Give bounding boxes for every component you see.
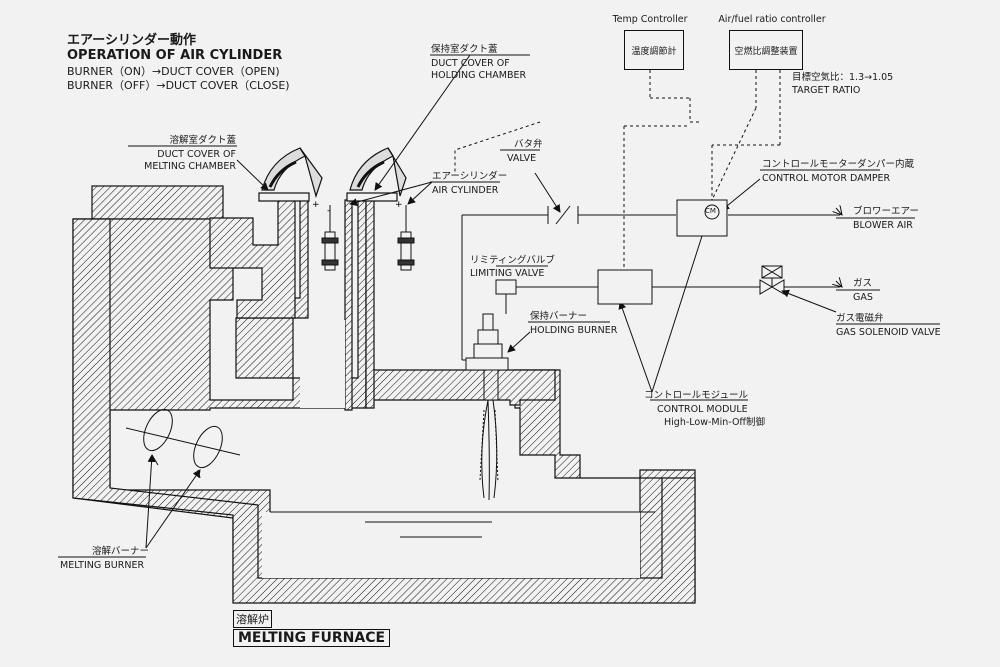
limiting-valve xyxy=(495,279,598,314)
melting-duct-label-en2: MELTING CHAMBER xyxy=(144,161,236,172)
control-module-box xyxy=(597,269,653,305)
furnace-label-jp: 溶解炉 xyxy=(233,610,272,628)
temp-controller-label: Temp Controller xyxy=(612,14,688,25)
gas-label-jp: ガス xyxy=(853,278,873,289)
gas-solenoid-valve xyxy=(759,265,785,295)
temp-controller-jp: 温度調節計 xyxy=(631,46,677,57)
holding-roof xyxy=(365,369,556,406)
valve-label-en: VALVE xyxy=(507,153,537,164)
title-jp: エアーシリンダー動作 xyxy=(67,33,196,48)
air-cylinder-right xyxy=(397,205,415,271)
gas-solenoid-label-en: GAS SOLENOID VALVE xyxy=(836,327,941,338)
melting-duct-cover xyxy=(258,147,323,202)
furnace-interior xyxy=(262,320,655,578)
holding-burner-label-en: HOLDING BURNER xyxy=(530,325,618,336)
control-module-label-jp: コントロールモジュール xyxy=(644,390,748,401)
title-line1: BURNER（ON）→DUCT COVER（OPEN) xyxy=(67,65,280,78)
melting-duct-label-jp: 溶解室ダクト蓋 xyxy=(169,135,236,146)
temp-controller-box: 温度調節計 xyxy=(624,30,684,70)
afr-controller-jp: 空燃比調整装置 xyxy=(734,46,798,57)
motor-damper-label-en: CONTROL MOTOR DAMPER xyxy=(762,173,891,184)
blower-air-label-en: BLOWER AIR xyxy=(853,220,913,231)
leaders xyxy=(58,54,940,558)
holding-burner-label-jp: 保持バーナー xyxy=(530,311,588,322)
motor-damper-label-jp: コントロールモーターダンパー内蔵 xyxy=(762,159,915,170)
control-module-label-en: CONTROL MODULE xyxy=(657,404,748,415)
furnace-label-en: MELTING FURNACE xyxy=(233,629,391,647)
signal-lines xyxy=(454,70,781,270)
svg-text:-: - xyxy=(327,206,330,216)
holding-duct-wall-right xyxy=(344,199,353,411)
melting-burner-label-jp: 溶解バーナー xyxy=(92,546,150,557)
target-ratio-en: TARGET RATIO xyxy=(792,85,861,96)
holding-duct-wall-left xyxy=(365,199,375,409)
valve-label-jp: バタ弁 xyxy=(514,139,543,150)
blower-air-label-jp: ブロワーエアー xyxy=(853,206,919,217)
title-en: OPERATION OF AIR CYLINDER xyxy=(67,48,283,63)
title-line2: BURNER（OFF）→DUCT COVER（CLOSE) xyxy=(67,79,290,92)
furnace-walls xyxy=(72,185,696,604)
holding-duct-label-jp: 保持室ダクト蓋 xyxy=(431,44,498,55)
air-cylinder-label-jp: エアーシリンダー xyxy=(432,171,508,182)
holding-burner xyxy=(465,313,509,501)
control-motor-damper xyxy=(676,199,728,237)
gas-solenoid-label-jp: ガス電磁弁 xyxy=(836,313,884,324)
piping xyxy=(461,205,840,393)
motor-symbol: CM xyxy=(705,207,716,215)
holding-duct-label-en1: DUCT COVER OF xyxy=(431,58,510,69)
holding-duct-cover xyxy=(346,147,407,202)
svg-text:+: + xyxy=(395,200,403,210)
air-cylinder-left xyxy=(321,205,339,271)
afr-controller-label: Air/fuel ratio controller xyxy=(718,14,826,25)
control-module-mode: High-Low-Min-Off制御 xyxy=(664,417,765,428)
melting-burners xyxy=(125,408,241,479)
gas-label-en: GAS xyxy=(853,292,873,303)
melting-duct-wall xyxy=(209,199,296,319)
melting-duct-label-en1: DUCT COVER OF xyxy=(157,149,236,160)
air-cylinder-label-en: AIR CYLINDER xyxy=(432,185,499,196)
limiting-valve-label-jp: リミティングバルブ xyxy=(470,255,555,266)
limiting-valve-label-en: LIMITING VALVE xyxy=(470,268,545,279)
holding-duct-label-en2: HOLDING CHAMBER xyxy=(431,70,527,81)
furnace-cap xyxy=(91,185,224,220)
afr-controller-box: 空燃比調整装置 xyxy=(729,30,803,70)
melting-burner-label-en: MELTING BURNER xyxy=(60,560,145,571)
furnace-lower-body xyxy=(72,218,696,604)
target-ratio-jp: 目標空気比：1.3→1.05 xyxy=(792,72,894,83)
svg-text:+: + xyxy=(312,200,320,210)
